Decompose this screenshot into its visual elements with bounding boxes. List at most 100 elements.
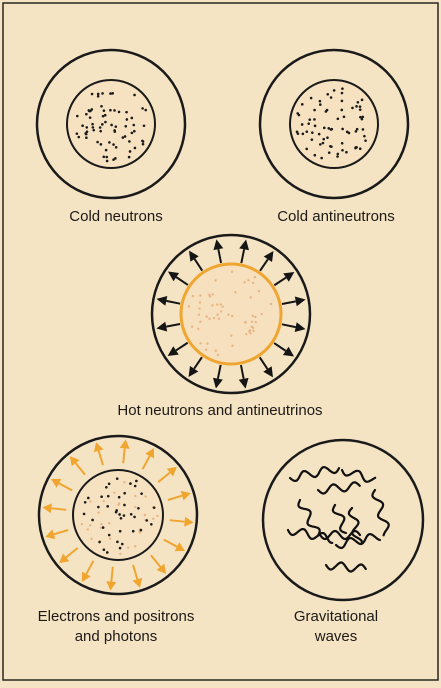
arrow-shaft	[66, 548, 78, 557]
dot-particle	[81, 124, 84, 127]
dot-particle	[119, 547, 122, 550]
dot-particle	[359, 108, 362, 111]
arrow-shaft	[54, 530, 68, 534]
dot-particle	[296, 131, 299, 134]
dot-particle	[313, 118, 316, 121]
dot-particle	[250, 296, 252, 298]
dot-particle	[108, 534, 111, 537]
dot-particle	[255, 321, 257, 323]
dot-particle	[99, 130, 102, 133]
dot-particle	[116, 541, 119, 544]
dot-particle	[144, 109, 147, 112]
arrow-shaft	[164, 540, 177, 547]
dot-particle	[330, 96, 333, 99]
dot-particle	[355, 105, 358, 108]
dot-particle	[220, 310, 222, 312]
dot-particle	[319, 143, 322, 146]
dot-particle	[152, 518, 154, 520]
dot-particle	[77, 136, 80, 139]
dot-particle	[120, 517, 123, 520]
dot-particle	[333, 89, 336, 92]
dot-particle	[355, 130, 358, 133]
dot-particle	[217, 354, 219, 356]
dot-particle	[231, 345, 233, 347]
arrow-shaft	[282, 324, 296, 327]
dot-particle	[322, 138, 325, 141]
dot-particle	[99, 126, 102, 129]
dot-particle	[218, 317, 220, 319]
dot-particle	[341, 142, 344, 145]
dot-particle	[341, 149, 344, 152]
outward-arrow	[264, 251, 274, 262]
arrow-shaft	[166, 324, 180, 327]
dot-particle	[216, 303, 218, 305]
outward-arrow	[213, 378, 223, 389]
arrow-shaft	[260, 259, 268, 271]
dot-particle	[101, 92, 104, 95]
dot-particle	[254, 316, 256, 318]
dot-particle	[140, 529, 143, 532]
dot-particle	[252, 315, 254, 317]
hot-core	[181, 264, 281, 364]
dot-particle	[356, 128, 359, 131]
panel-electrons-positrons	[39, 436, 197, 594]
dot-particle	[357, 101, 360, 104]
dot-particle	[243, 281, 245, 283]
arrow-shaft	[176, 343, 188, 351]
dot-particle	[143, 124, 146, 127]
dot-particle	[85, 126, 88, 129]
arrow-shaft	[76, 463, 85, 475]
dot-particle	[107, 495, 110, 498]
dot-particle	[100, 143, 103, 146]
dot-particle	[113, 129, 116, 132]
dot-particle	[191, 325, 193, 327]
dot-particle	[106, 160, 109, 163]
dot-particle	[85, 113, 88, 116]
outward-arrow	[156, 322, 167, 332]
dot-particle	[91, 519, 94, 522]
outward-arrow	[295, 296, 306, 306]
dot-particle	[92, 129, 95, 132]
dot-particle	[249, 332, 251, 334]
dot-particle	[142, 143, 145, 146]
dot-particle	[132, 530, 135, 533]
wavy-line	[290, 467, 339, 481]
outward-arrow	[181, 491, 191, 501]
wavy-line	[326, 563, 366, 572]
dot-particle	[345, 151, 348, 154]
outward-arrow	[263, 366, 273, 377]
dot-particle	[89, 524, 91, 526]
wavy-line	[342, 470, 375, 482]
dot-particle	[322, 142, 325, 145]
outward-arrow	[189, 251, 199, 262]
arrow-shaft	[86, 561, 93, 574]
outward-arrow	[133, 578, 143, 588]
dot-particle	[197, 328, 199, 330]
dot-particle	[326, 109, 329, 112]
dot-particle	[261, 313, 263, 315]
dot-particle	[150, 523, 153, 526]
arrow-shaft	[111, 567, 112, 582]
dot-particle	[252, 327, 254, 329]
dot-particle	[359, 147, 362, 150]
dot-particle	[215, 350, 217, 352]
dot-particle	[105, 149, 108, 152]
dot-particle	[89, 116, 92, 119]
dot-particle	[83, 513, 86, 516]
dot-particle	[252, 330, 254, 332]
arrow-shaft	[274, 278, 286, 286]
dot-particle	[76, 132, 79, 135]
dot-particle	[337, 117, 340, 120]
dot-particle	[254, 276, 256, 278]
dot-particle	[314, 125, 317, 128]
dot-particle	[112, 143, 115, 146]
dot-particle	[192, 295, 194, 297]
panel-gravitational-waves	[263, 440, 423, 600]
dot-particle	[97, 93, 100, 96]
outward-arrow	[283, 272, 294, 282]
dot-particle	[156, 515, 158, 517]
arrow-shaft	[170, 520, 185, 521]
dot-particle	[105, 156, 108, 159]
arrow-shaft	[168, 496, 182, 500]
dot-particle	[135, 480, 138, 483]
